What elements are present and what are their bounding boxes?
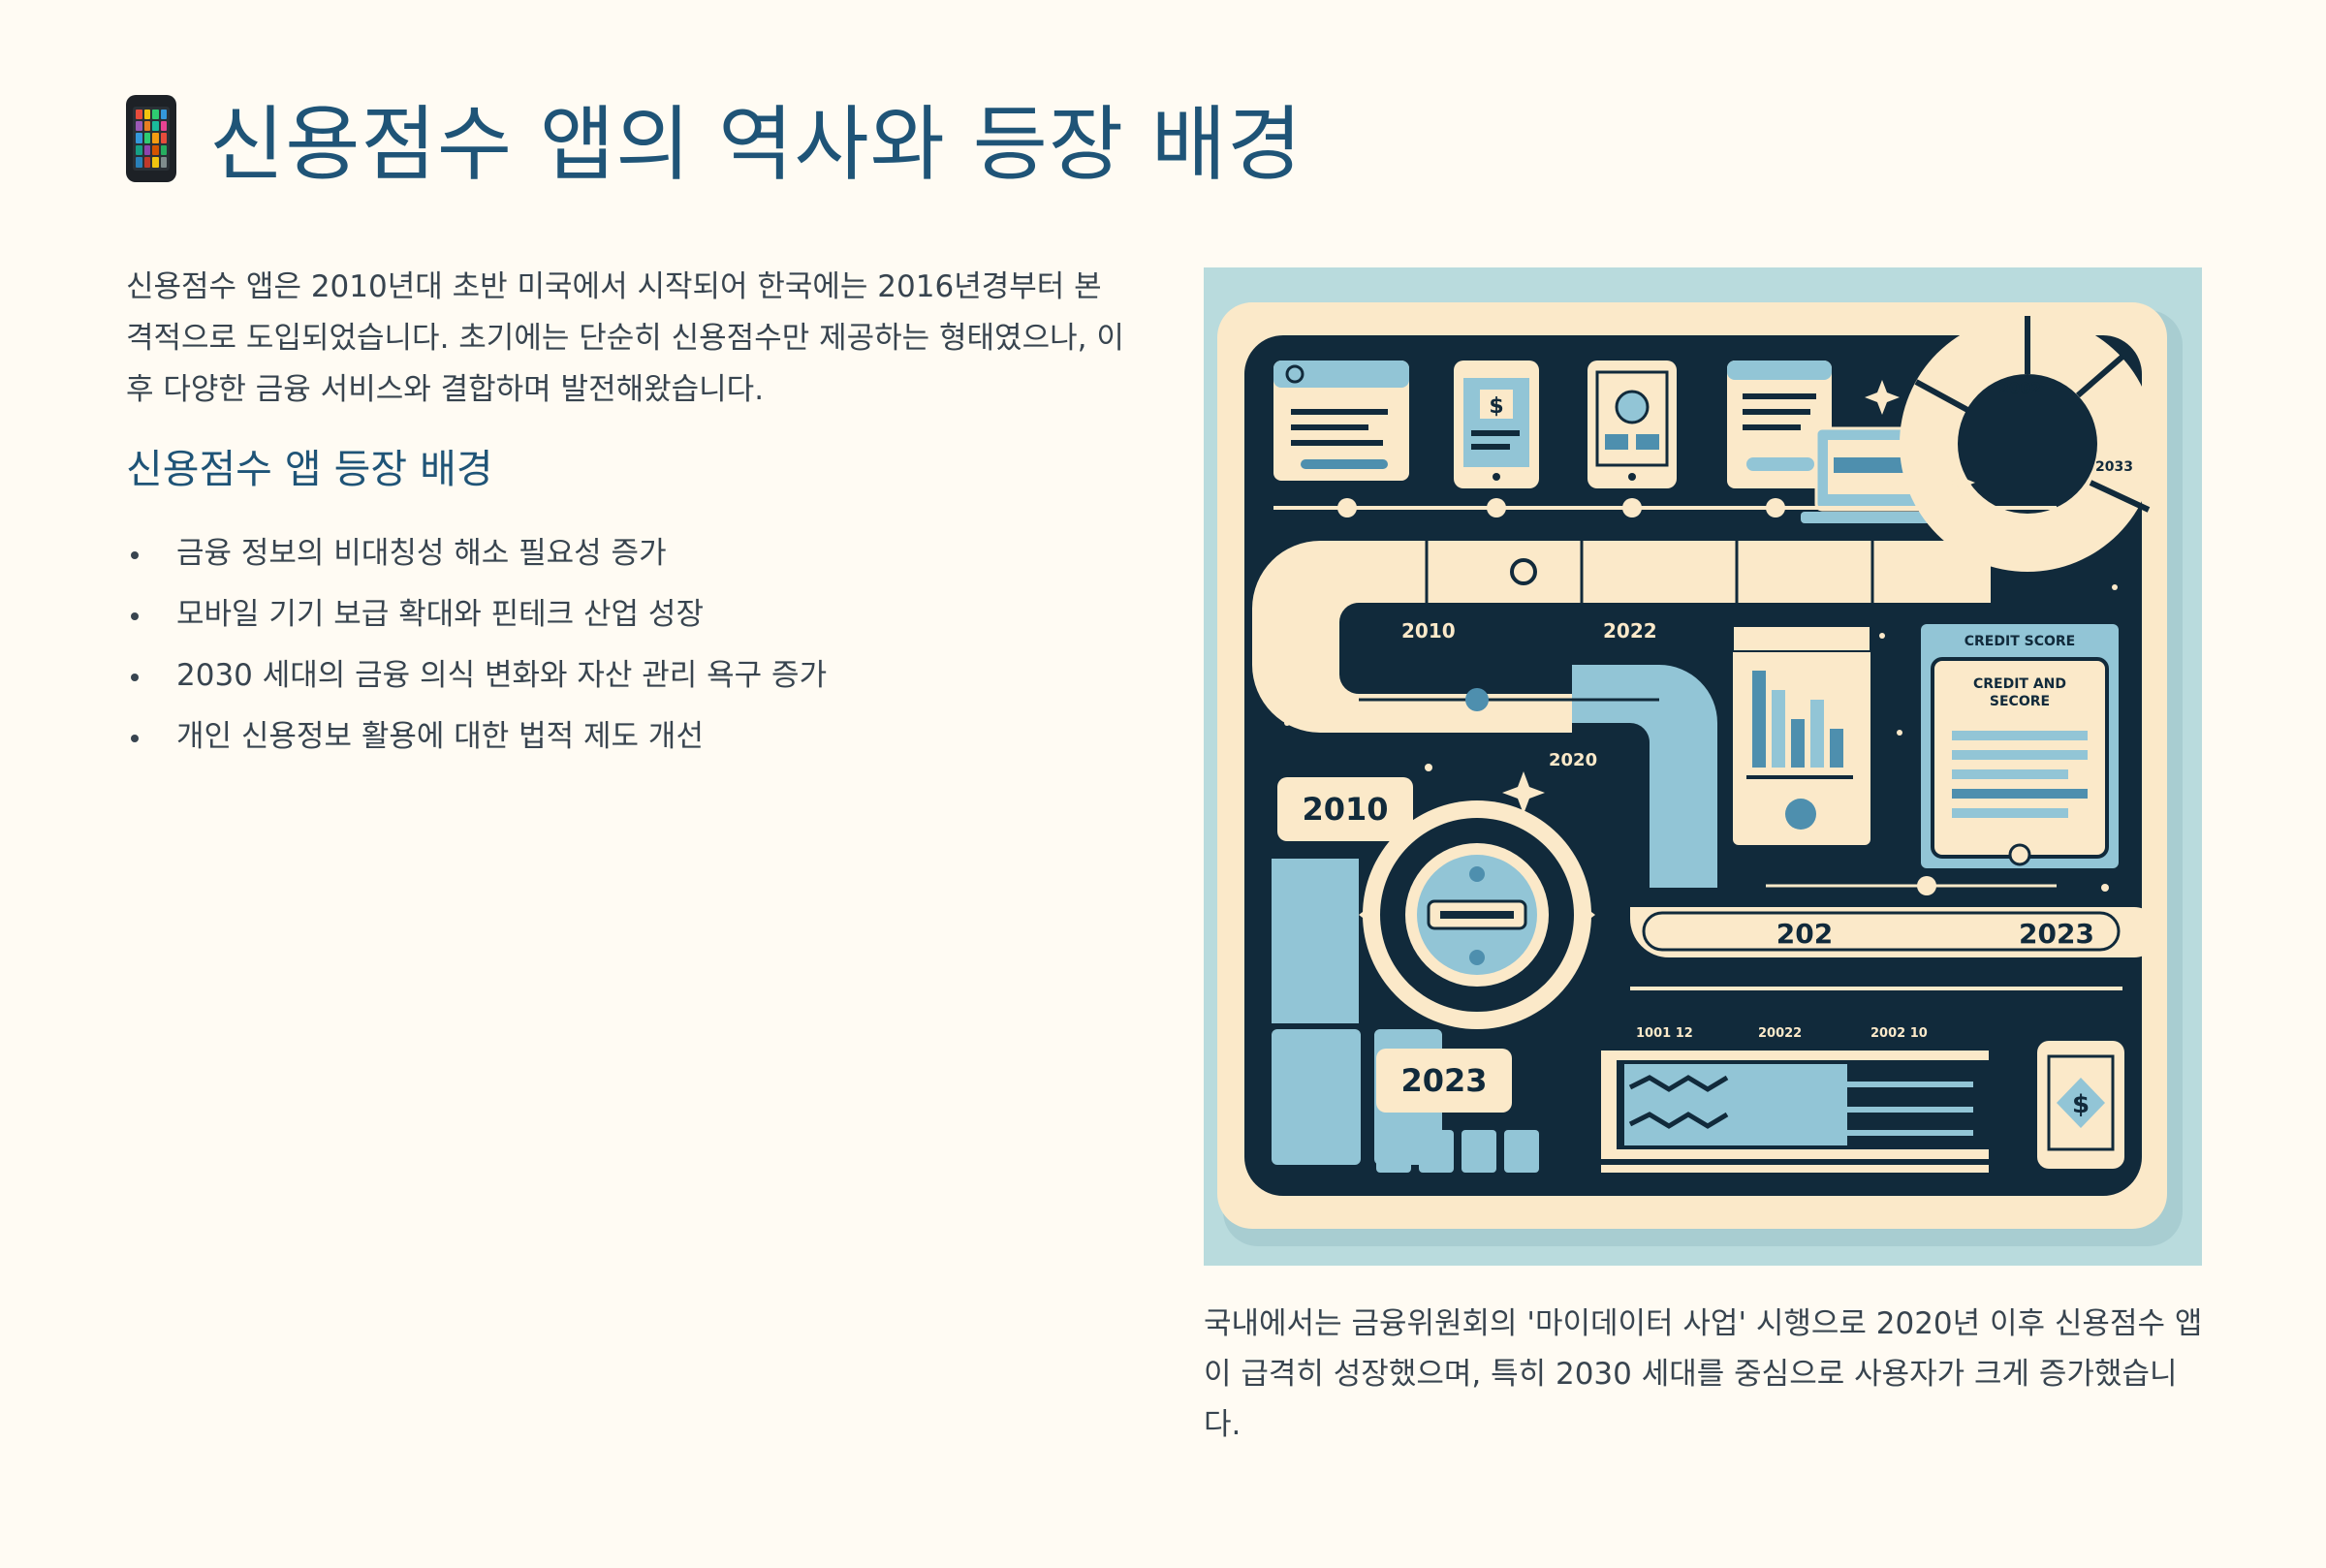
list-item: 금융 정보의 비대칭성 해소 필요성 증가 <box>126 523 827 584</box>
pie-label: 2033 <box>2095 459 2133 475</box>
report-document <box>1732 625 1871 845</box>
dollar-label: $ <box>1489 394 1503 419</box>
list-item: 2030 세대의 금융 의식 변화와 자산 관리 욕구 증가 <box>126 645 827 706</box>
credit-score-card: CREDIT SCORE CREDIT AND SECORE <box>1921 624 2119 868</box>
dollar-label: $ <box>2072 1090 2090 1119</box>
list-item: 개인 신용정보 활용에 대한 법적 제도 개선 <box>126 706 827 768</box>
list-item: 모바일 기기 보급 확대와 핀테크 산업 성장 <box>126 584 827 645</box>
timeline-label: 1001 12 <box>1636 1026 1693 1041</box>
year-label: 2022 <box>1603 619 1657 643</box>
pie-label: 2002 <box>1998 379 2042 397</box>
compass-dial <box>1359 800 1595 1029</box>
payment-phone-icon: $ <box>2037 1041 2124 1169</box>
caption-paragraph: 국내에서는 금융위원회의 '마이데이터 사업' 시행으로 2020년 이후 신용… <box>1204 1306 2203 1442</box>
section-heading: 신용점수 앱 등장 배경 <box>126 446 493 492</box>
timeline-label: 20022 <box>1758 1026 1802 1041</box>
year-label: 2010 <box>1401 619 1456 643</box>
pie-chart: 2002 2033 <box>1900 316 2155 572</box>
year-label: 2023 <box>2019 918 2094 950</box>
document-icon <box>1727 361 1832 488</box>
mobile-phone-icon <box>126 94 176 182</box>
credit-score-history-illustration: $ <box>1204 267 2202 1266</box>
timeline-chart: 1001 12 20022 2002 10 <box>1601 1026 1989 1173</box>
page-header: 신용점수 앱의 역사와 등장 배경 <box>126 79 1303 197</box>
year-label: 2023 <box>1400 1062 1487 1099</box>
phone-app-icon: $ <box>1454 361 1539 488</box>
timeline-label: 2002 10 <box>1870 1026 1928 1041</box>
year-label: 2010 <box>1302 791 1388 828</box>
intro-paragraph: 신용점수 앱은 2010년대 초반 미국에서 시작되어 한국에는 2016년경부… <box>126 269 1124 407</box>
page-title: 신용점수 앱의 역사와 등장 배경 <box>209 97 1304 192</box>
year-label: 2020 <box>1549 750 1597 770</box>
credit-card-text: CREDIT AND <box>1973 676 2066 692</box>
bullet-list: 금융 정보의 비대칭성 해소 필요성 증가 모바일 기기 보급 확대와 핀테크 … <box>126 523 827 768</box>
year-label: 202 <box>1776 918 1833 950</box>
phone-app-icon <box>1587 361 1677 488</box>
credit-card-text: SECORE <box>1990 694 2050 709</box>
credit-score-title: CREDIT SCORE <box>1965 634 2075 649</box>
browser-window-icon <box>1273 361 1409 481</box>
